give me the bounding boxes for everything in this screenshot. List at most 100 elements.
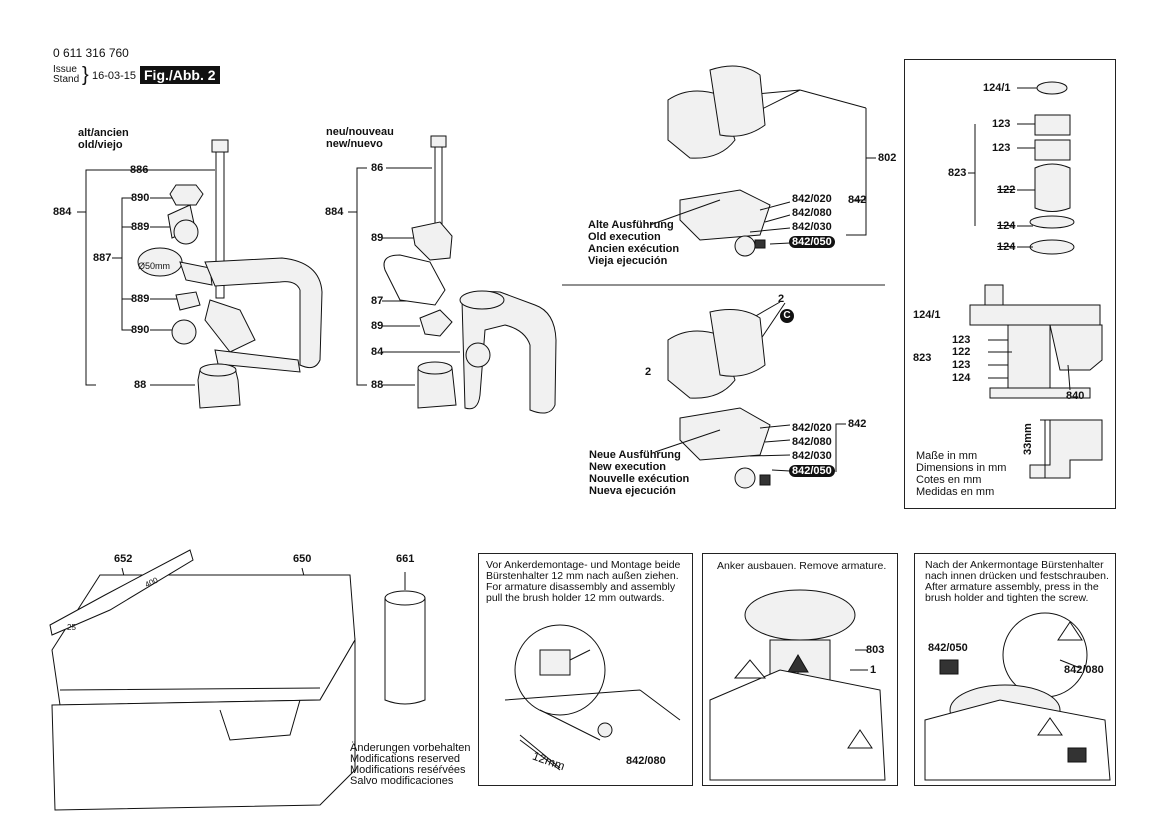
changes-es: Salvo modificaciones (350, 775, 454, 787)
label-123-b: 123 (992, 142, 1011, 154)
step2-drawing (709, 589, 886, 781)
label-124-1-a: 124/1 (983, 82, 1011, 94)
new-exec-de: Neue Ausführung (589, 449, 681, 461)
label-123-a: 123 (992, 118, 1011, 130)
step2-line-1: Anker ausbauen. Remove armature. (717, 560, 887, 572)
step3-panel (914, 553, 1116, 786)
step1-line-3: For armature disassembly and assembly (486, 581, 676, 593)
step3-line-2: nach innen drücken und festschrauben. (925, 570, 1109, 582)
armature-bearing-panel (904, 59, 1116, 509)
label-842-080-step3: 842/080 (1064, 664, 1104, 676)
new-exec-es: Nueva ejecución (589, 485, 676, 497)
step3-line-3: After armature assembly, press in the (925, 581, 1099, 593)
label-650: 650 (293, 553, 312, 565)
label-890-b: 890 (131, 324, 150, 336)
label-33mm: 33mm (1022, 423, 1034, 455)
label-886: 886 (130, 164, 149, 176)
label-842-050-top: 842/050 (789, 236, 835, 248)
label-802: 802 (878, 152, 897, 164)
changes-de: Änderungen vorbehalten (350, 742, 471, 754)
step1-panel (478, 553, 693, 786)
label-124-b: 124 (997, 241, 1016, 253)
step3-line-1: Nach der Ankermontage Bürstenhalter (925, 559, 1104, 571)
label-122-a: 122 (997, 184, 1016, 196)
issue-label: Issue (53, 64, 77, 75)
label-124-1-b: 124/1 (913, 309, 941, 321)
label-123-c: 123 (952, 334, 971, 346)
units-en: Dimensions in mm (916, 462, 1007, 474)
step3-drawing (924, 612, 1111, 781)
units-fr: Cotes en mm (916, 474, 982, 486)
old-title-1: alt/ancien (78, 127, 129, 139)
label-86: 86 (371, 162, 384, 174)
label-88-old: 88 (134, 379, 147, 391)
label-884-new: 884 (325, 206, 344, 218)
label-887: 887 (93, 252, 112, 264)
label-842-080-bottom: 842/080 (792, 436, 832, 448)
right-panel-drawing (968, 81, 1103, 479)
brace: } (82, 64, 89, 86)
step3-line-4: brush holder and tighten the screw. (925, 592, 1089, 604)
label-89-b: 89 (371, 320, 384, 332)
label-122-b: 122 (952, 346, 971, 358)
label-842-020-top: 842/020 (792, 193, 832, 205)
old-assembly-parts (137, 139, 323, 409)
label-842-top: 842 (848, 194, 867, 206)
old-exec-fr: Ancien exécution (588, 243, 680, 255)
old-assembly-leaders (77, 169, 215, 386)
label-842-030-bottom: 842/030 (792, 450, 832, 462)
old-exec-es: Vieja ejecución (588, 255, 668, 267)
units-de: Maße in mm (916, 450, 978, 462)
label-842-030-top: 842/030 (792, 221, 832, 233)
label-88-new: 88 (371, 379, 384, 391)
label-803: 803 (866, 644, 885, 656)
new-title-1: neu/nouveau (326, 126, 394, 138)
label-89-a: 89 (371, 232, 384, 244)
changes-fr: Modifications reséŕvées (350, 764, 466, 776)
new-exec-fr: Nouvelle exécution (589, 473, 690, 485)
label-840: 840 (1066, 390, 1085, 402)
label-884-old: 884 (53, 206, 72, 218)
step1-line-4: pull the brush holder 12 mm outwards. (486, 592, 665, 604)
motor-bottom-drawing (654, 301, 846, 489)
label-661: 661 (396, 553, 415, 565)
label-84: 84 (371, 346, 384, 358)
step1-line-2: Bürstenhalter 12 mm nach außen ziehen. (486, 570, 679, 582)
motor-top-drawing (649, 65, 876, 257)
label-c-badge: C (780, 309, 794, 323)
new-title-2: new/nuevo (326, 138, 383, 150)
new-exec-en: New execution (589, 461, 667, 473)
label-890-a: 890 (131, 192, 150, 204)
issue-date: 16-03-15 (92, 70, 137, 82)
label-889-a: 889 (131, 221, 150, 233)
part-number: 0 611 316 760 (53, 46, 129, 60)
label-2-left: 2 (645, 366, 652, 378)
step1-drawing (504, 624, 681, 771)
step1-part-842-080: 842/080 (626, 755, 666, 767)
new-assembly-leaders (348, 167, 460, 386)
label-889-b: 889 (131, 293, 150, 305)
label-842-050-bottom: 842/050 (789, 465, 835, 477)
label-842-050-step3: 842/050 (928, 642, 968, 654)
step1-line-1: Vor Ankerdemontage- und Montage beide (486, 559, 681, 571)
new-assembly-parts (383, 135, 557, 414)
changes-en: Modifications reserved (350, 753, 461, 765)
figure-label: Fig./Abb. 2 (140, 66, 220, 84)
label-823-a: 823 (948, 167, 967, 179)
stand-label: Stand (53, 74, 80, 85)
label-842-020-bottom: 842/020 (792, 422, 832, 434)
label-124-c: 124 (952, 372, 971, 384)
old-exec-de: Alte Ausführung (588, 219, 674, 231)
units-es: Medidas en mm (916, 486, 995, 498)
step2-panel (702, 553, 898, 786)
label-123-d: 123 (952, 359, 971, 371)
chisel-width-mark: 25 (67, 623, 76, 632)
label-652: 652 (114, 553, 133, 565)
case-drawing (49, 549, 426, 811)
old-exec-en: Old execution (588, 231, 661, 243)
label-87: 87 (371, 295, 384, 307)
diameter-label: Ø50mm (138, 261, 171, 271)
label-842-080-top: 842/080 (792, 207, 832, 219)
label-2-top: 2 (778, 293, 785, 305)
